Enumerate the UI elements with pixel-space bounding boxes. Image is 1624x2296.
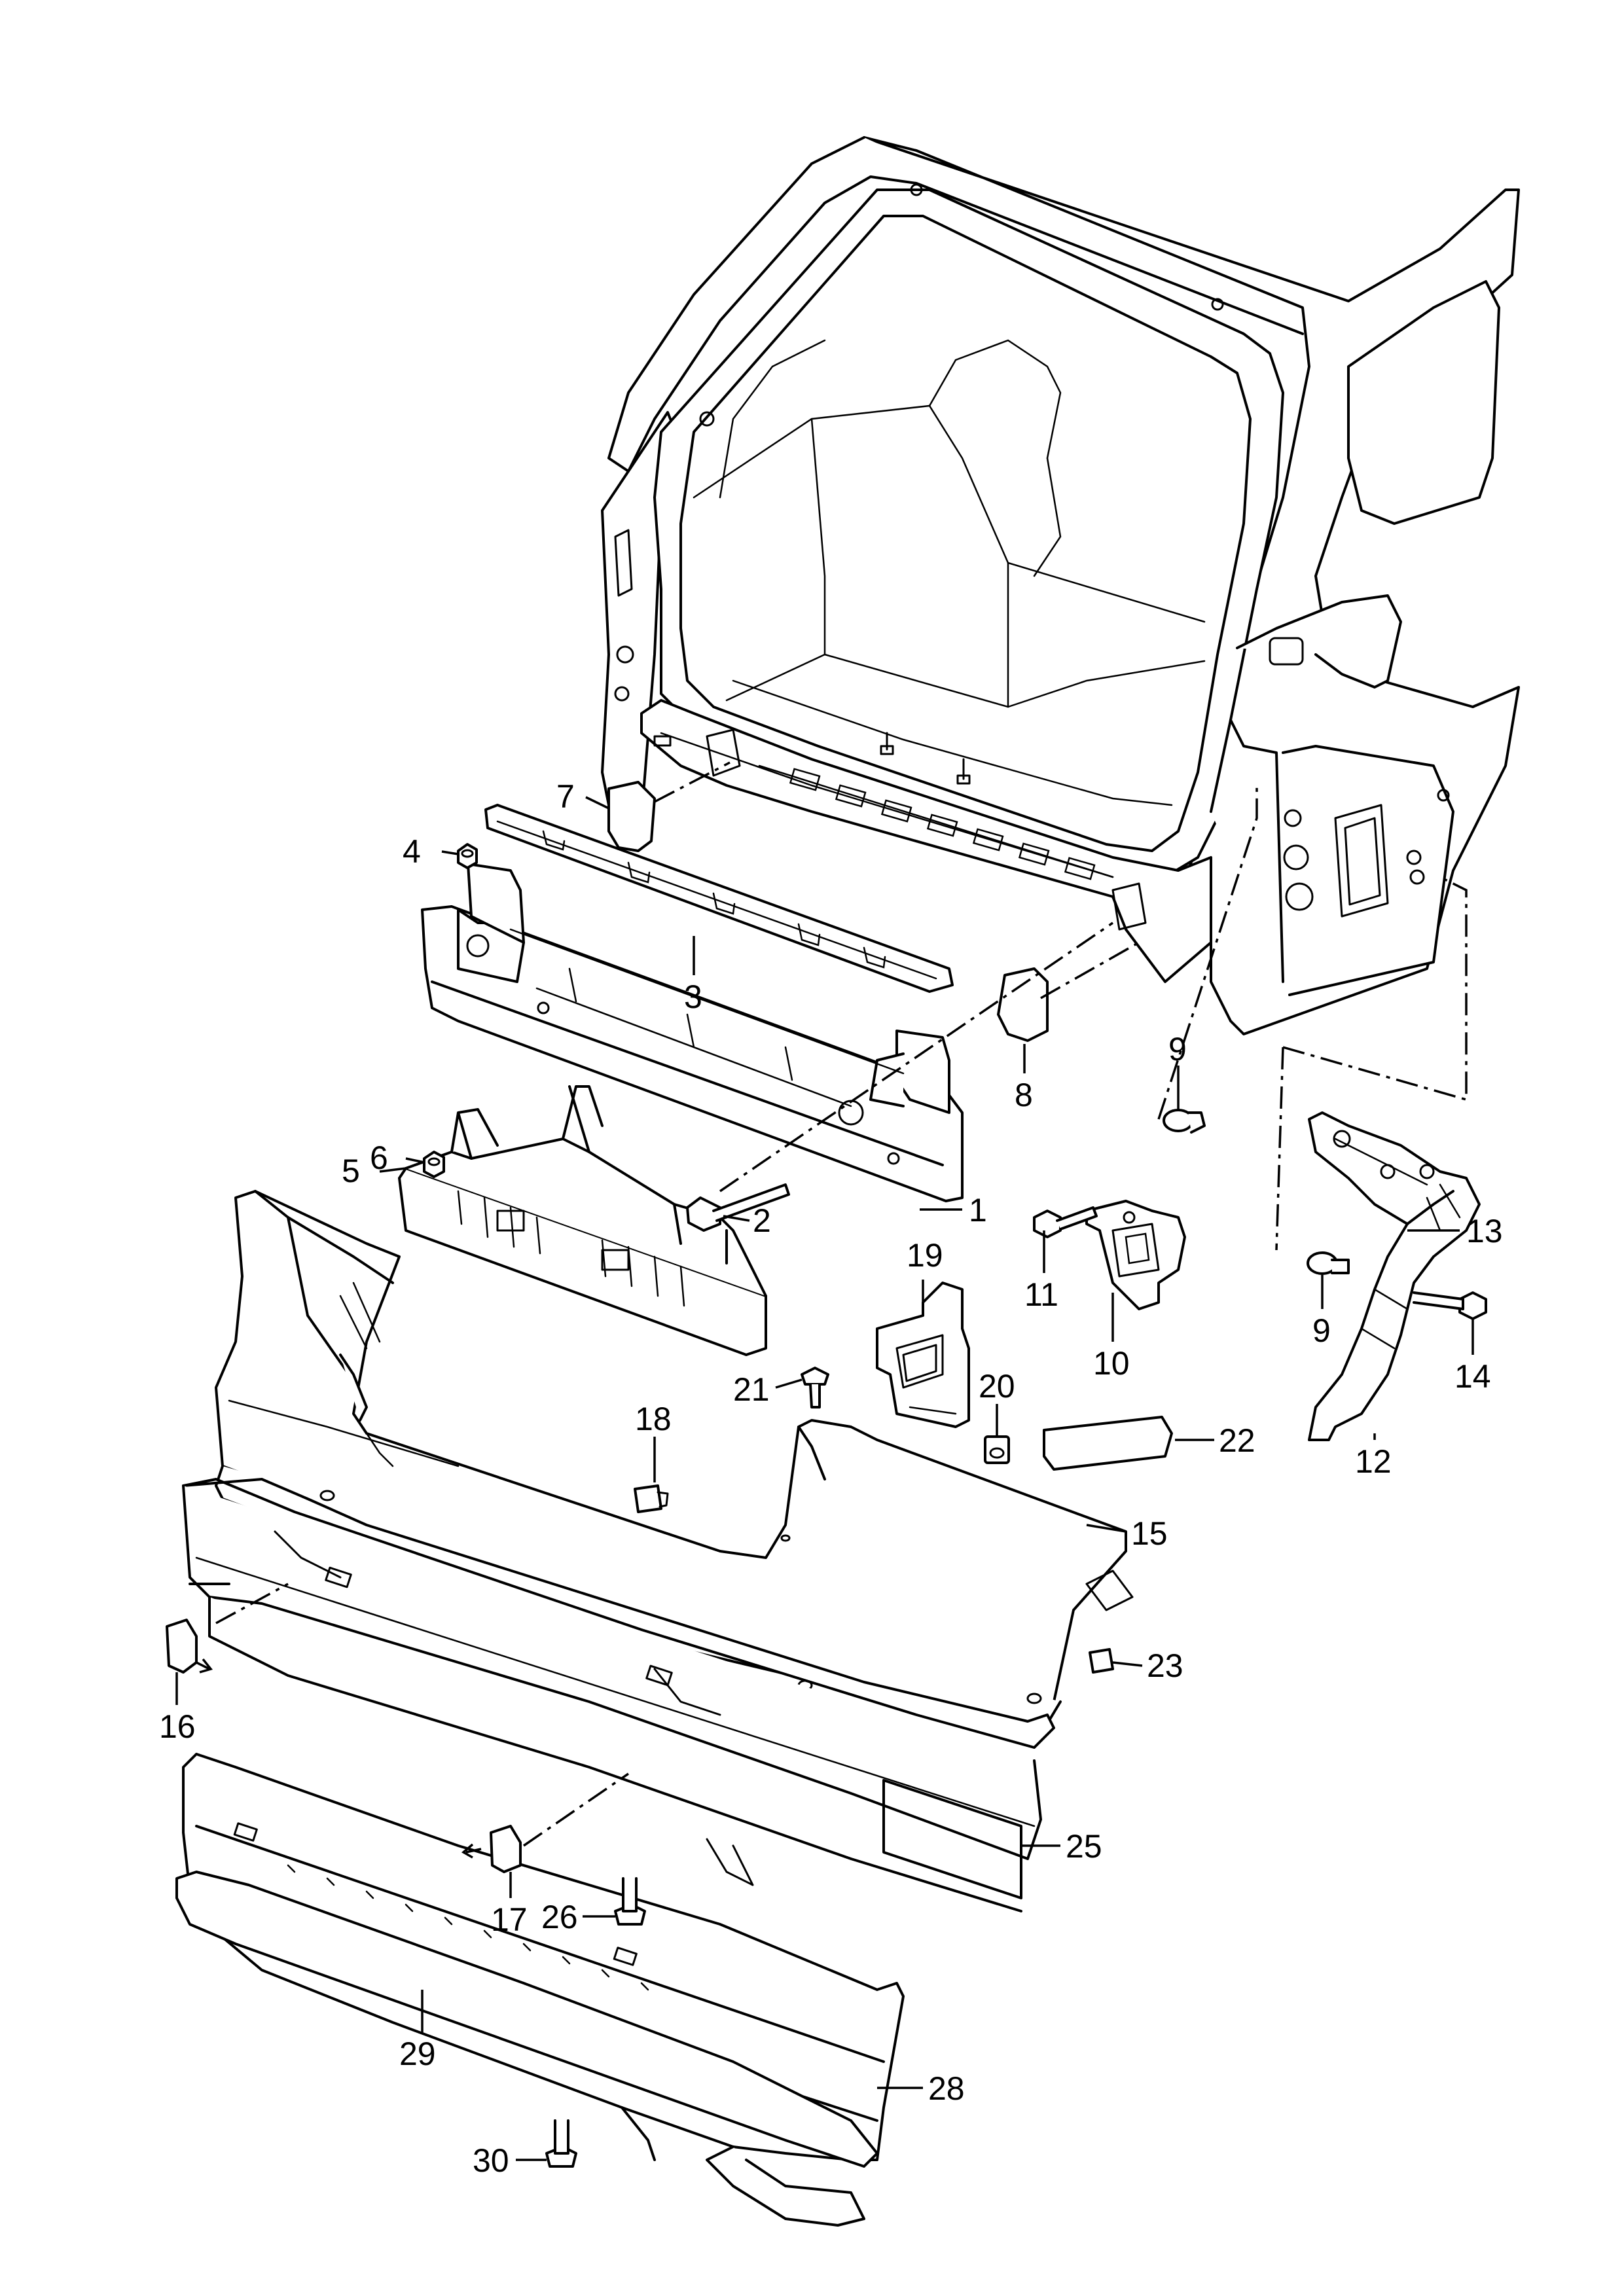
callout-12: 12 [1355, 1443, 1392, 1480]
part-10-mounting-bracket [1085, 1200, 1186, 1310]
callout-9a: 9 [1168, 1031, 1187, 1067]
callout-9b: 9 [1312, 1312, 1331, 1349]
part-3-guide-strip [484, 804, 954, 993]
callout-11: 11 [1024, 1276, 1058, 1313]
callout-14: 14 [1454, 1358, 1491, 1395]
part-25-bumper-lower-section [182, 1478, 1055, 1912]
callout-19: 19 [907, 1237, 943, 1274]
callout-22: 22 [1219, 1422, 1255, 1459]
callout-2: 2 [753, 1202, 771, 1239]
fasteners [166, 781, 1487, 2168]
part-1-bumper-reinforcement [421, 863, 964, 1202]
assembly-lines [196, 761, 1468, 1859]
callout-6: 6 [370, 1139, 388, 1176]
part-29-spoiler-lip [175, 1871, 878, 2168]
callout-labels: 1 2 3 4 5 6 7 8 9 9 10 11 12 13 14 15 16… [159, 778, 1503, 2179]
callout-13: 13 [1466, 1213, 1503, 1249]
callout-28: 28 [928, 2070, 965, 2107]
callout-15: 15 [1131, 1515, 1168, 1552]
part-15-bumper-cover [215, 1190, 1134, 1736]
callout-20: 20 [979, 1368, 1015, 1405]
callout-3: 3 [684, 978, 702, 1015]
callout-21: 21 [733, 1371, 770, 1408]
callout-26: 26 [541, 1899, 578, 1935]
callout-1: 1 [969, 1192, 987, 1229]
part-12-side-guide-bracket [1308, 1111, 1481, 1441]
callout-5: 5 [342, 1153, 360, 1189]
callout-30: 30 [473, 2142, 509, 2179]
callout-18: 18 [635, 1401, 672, 1437]
callout-4: 4 [403, 833, 421, 870]
leader-lines [175, 796, 1474, 2161]
callout-16: 16 [159, 1708, 196, 1745]
callout-17: 17 [491, 1901, 528, 1938]
callout-23: 23 [1147, 1647, 1183, 1684]
callout-8: 8 [1015, 1077, 1033, 1113]
callout-29: 29 [399, 2036, 436, 2072]
part-5-impact-absorber [398, 1085, 767, 1356]
callout-25: 25 [1066, 1828, 1102, 1865]
callout-10: 10 [1093, 1345, 1130, 1382]
callout-7: 7 [556, 778, 575, 815]
